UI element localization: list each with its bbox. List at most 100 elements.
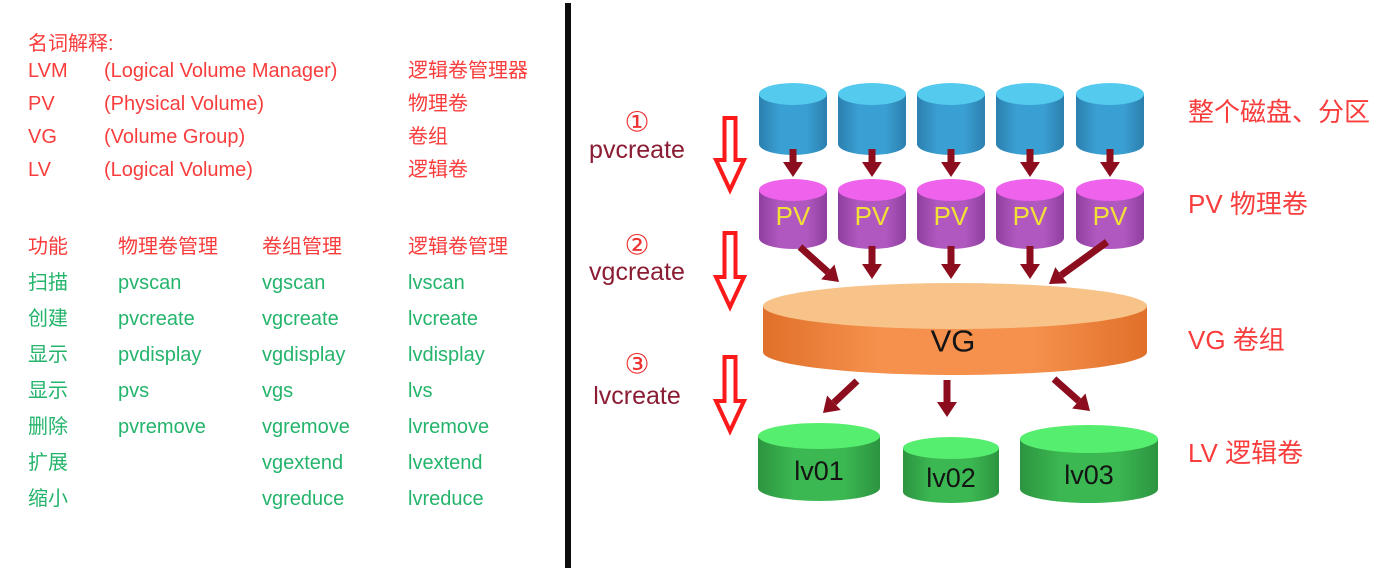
disk-layer <box>759 83 1144 155</box>
lv-cylinder: lv01 <box>758 423 880 501</box>
table-cell: 显示 <box>28 380 68 402</box>
flow-arrow-icon <box>941 149 961 177</box>
glossary-title: 名词解释: <box>28 33 114 55</box>
flow-arrow-icon <box>1020 149 1040 177</box>
step-down-arrow-icon <box>712 231 748 312</box>
table-cell: vgscan <box>262 272 326 294</box>
glossary-grid: LVM (Logical Volume Manager) 逻辑卷管理器 PV (Phys… <box>28 55 528 187</box>
flow-arrow-icon <box>1049 239 1110 284</box>
flow-arrow-icon <box>941 246 961 279</box>
lv-cylinder-label: lv01 <box>794 456 844 486</box>
lv-cylinder: lv03 <box>1020 425 1158 503</box>
table-header-cell: 逻辑卷管理 <box>408 236 508 258</box>
disk-to-pv-arrows <box>783 149 1120 177</box>
divider-line <box>565 3 571 568</box>
glossary-chinese: 物理卷 <box>408 93 468 115</box>
table-cell: vgreduce <box>262 488 345 510</box>
pv-cylinder: PV <box>759 179 827 249</box>
vg-cylinder: VG <box>763 283 1147 375</box>
glossary-english: (Logical Volume Manager) <box>104 60 338 82</box>
glossary-english: (Physical Volume) <box>104 93 265 115</box>
table-cell: lvcreate <box>408 308 479 330</box>
table-cell: vgremove <box>262 416 350 438</box>
table-cell: lvs <box>408 380 433 402</box>
disk-cylinder <box>838 83 906 155</box>
flow-arrow-icon <box>823 378 860 413</box>
table-cell: 扫描 <box>28 272 68 294</box>
glossary-english: (Logical Volume) <box>104 159 253 181</box>
pv-cylinder-label: PV <box>1093 201 1128 231</box>
step-number: ② <box>624 230 649 261</box>
step-number: ③ <box>624 349 649 380</box>
left-panel: 名词解释: LVM (Logical Volume Manager) 逻辑卷管理器 P… <box>0 0 565 578</box>
pv-cylinder-label: PV <box>1013 201 1048 231</box>
flow-arrow-icon <box>797 244 839 282</box>
table-cell: lvdisplay <box>408 344 485 366</box>
flow-arrow-icon <box>1020 246 1040 279</box>
flow-arrow-icon <box>937 380 957 417</box>
table-cell: 删除 <box>28 416 68 438</box>
table-cell: lvreduce <box>408 488 484 510</box>
disk-cylinder <box>917 83 985 155</box>
step-down-arrow-icon <box>712 116 748 195</box>
glossary-abbr: LVM <box>28 60 68 82</box>
table-cell: pvcreate <box>118 308 195 330</box>
glossary-english: (Volume Group) <box>104 126 246 148</box>
table-cell: lvscan <box>408 272 465 294</box>
flow-arrow-icon <box>1100 149 1120 177</box>
glossary-chinese: 逻辑卷 <box>408 159 468 181</box>
table-cell: vgextend <box>262 452 344 474</box>
table-cell: 创建 <box>28 308 68 330</box>
disk-layer-label: 整个磁盘、分区 <box>1188 97 1370 127</box>
pv-cylinder-label: PV <box>855 201 890 231</box>
glossary: 名词解释: LVM (Logical Volume Manager) 逻辑卷管理器 P… <box>28 33 528 187</box>
flow-arrow-icon <box>862 246 882 279</box>
pv-cylinder-label: PV <box>776 201 811 231</box>
glossary-chinese: 逻辑卷管理器 <box>408 60 528 82</box>
glossary-abbr: LV <box>28 159 51 181</box>
flow-arrow-icon <box>783 149 803 177</box>
pv-layer-label: PV 物理卷 <box>1188 189 1308 219</box>
table-cell: 扩展 <box>28 452 68 474</box>
table-cell: pvremove <box>118 416 206 438</box>
vg-cylinder-top <box>763 283 1147 329</box>
vg-label: VG <box>931 324 976 359</box>
table-cell: 缩小 <box>28 488 68 510</box>
lv-layer-label: LV 逻辑卷 <box>1188 438 1303 468</box>
pv-cylinder: PV <box>917 179 985 249</box>
pv-cylinder-label: PV <box>934 201 969 231</box>
table-cell: vgdisplay <box>262 344 346 366</box>
disk-cylinder <box>759 83 827 155</box>
table-header-cell: 功能 <box>28 236 68 258</box>
flow-arrow-icon <box>1051 376 1090 411</box>
glossary-abbr: PV <box>28 93 55 115</box>
pv-layer: PV PV PV PV PV <box>759 179 1144 249</box>
disk-cylinder <box>996 83 1064 155</box>
pv-cylinder: PV <box>838 179 906 249</box>
glossary-abbr: VG <box>28 126 57 148</box>
vg-to-lv-arrows <box>823 376 1090 417</box>
lv-layer: lv01 lv02 lv03 <box>758 423 1158 503</box>
step-number: ① <box>624 107 649 138</box>
pv-cylinder: PV <box>996 179 1064 249</box>
table-cell: pvscan <box>118 272 182 294</box>
pv-to-vg-arrows <box>797 239 1110 284</box>
table-cell: vgcreate <box>262 308 339 330</box>
table-header-cell: 卷组管理 <box>262 236 342 258</box>
table-cell: vgs <box>262 380 294 402</box>
vg-layer-label: VG 卷组 <box>1188 325 1285 355</box>
step-command: lvcreate <box>593 382 681 410</box>
lv-cylinder: lv02 <box>903 437 999 503</box>
lv-cylinder-label: lv02 <box>926 463 976 493</box>
step-down-arrow-icon <box>712 355 748 436</box>
disk-cylinder <box>1076 83 1144 155</box>
flow-arrow-icon <box>862 149 882 177</box>
step-command: pvcreate <box>589 136 685 164</box>
step-command: vgcreate <box>589 258 685 286</box>
